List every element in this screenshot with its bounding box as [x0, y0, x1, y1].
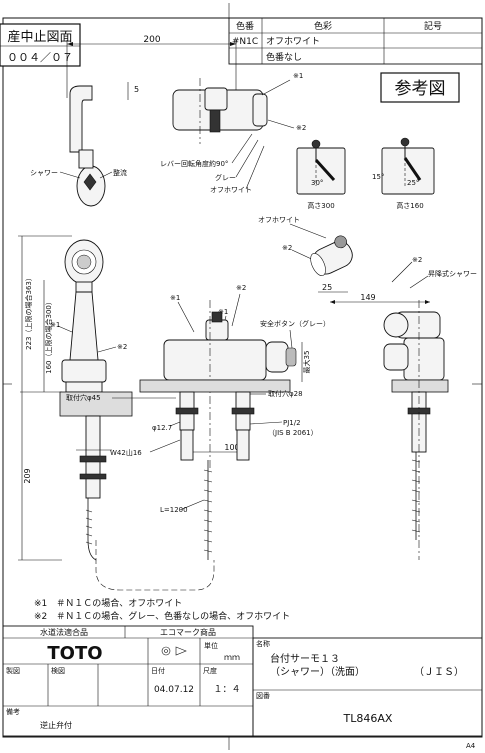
label-jis-b-2061: （JIS B 2061） [268, 429, 318, 437]
scale-label: 尺度 [203, 666, 217, 675]
stamp-title: 産中止図面 [7, 29, 72, 45]
shower-view: オフホワイト ※2 ※2 昇降式シャワー 25 149 [258, 216, 477, 560]
dim-160: 160（上限の場合300） [44, 298, 53, 374]
notes: ※1 ＃Ｎ１Ｃの場合、オフホワイト ※2 ＃Ｎ１Ｃの場合、グレー、色番なしの場合… [34, 597, 290, 622]
dim-223: 223（上限の場合363） [24, 274, 33, 350]
product-name-line2: （シャワー）（洗面） [270, 666, 365, 678]
title-block: 水道法適合品 エコマーク商品 TOTO 単位 ｍｍ 製図 検図 日付 04.07… [2, 625, 483, 750]
label-hole-28: 取付穴φ28 [268, 389, 303, 398]
product-jis: （ＪＩＳ） [414, 666, 464, 678]
label-thread: W42山16 [110, 448, 142, 457]
reference-label-text: 参考図 [395, 79, 446, 99]
dim-100: 100 [224, 443, 239, 452]
note-2-shower-a: ※2 [282, 244, 292, 252]
note-1-top: ※1 [293, 72, 303, 80]
angle-25: 25° [407, 179, 419, 187]
remarks-label: 備考 [6, 707, 20, 716]
color-table-header-name: 色彩 [314, 20, 332, 32]
discontinued-stamp: 産中止図面 ００４／０７ [0, 23, 81, 67]
color-table-header-code: 色番 [236, 20, 254, 32]
label-offwhite-shower: オフホワイト [258, 216, 300, 224]
caption-height-300: 高さ300 [307, 201, 334, 210]
brand-logo: TOTO [47, 643, 102, 664]
name-label: 名称 [256, 639, 270, 648]
label-hole-45: 取付穴φ45 [66, 393, 101, 402]
side-view: 223（上限の場合363） 160（上限の場合300） ※1 ※2 209 [18, 235, 215, 591]
label-offwhite-top: オフホワイト [210, 186, 252, 194]
color-table: 色番 色彩 記号 #N1C オフホワイト 色番なし [228, 17, 483, 65]
label-hose-length: L=1200 [160, 506, 188, 514]
reference-label: 参考図 [380, 72, 460, 103]
drawing-no-label: 図番 [256, 692, 270, 700]
angle-view-160: 15° 25° 高さ160 [372, 137, 435, 210]
date-value: 04.07.12 [154, 685, 194, 695]
caption-height-160: 高さ160 [396, 201, 423, 210]
note-2-top: ※2 [296, 124, 306, 132]
date-label: 日付 [151, 666, 165, 675]
note-line-1: ※1 ＃Ｎ１Ｃの場合、オフホワイト [34, 597, 182, 609]
stamp-date: ００４／０７ [7, 51, 73, 64]
water-cert: 水道法適合品 [40, 627, 88, 637]
color-table-row1-name: オフホワイト [266, 36, 320, 47]
sheet-size: A4 [466, 742, 476, 750]
note-1-body-b: ※1 [218, 308, 228, 316]
label-stop: 整流 [113, 168, 127, 177]
body-view: ※1 ※1 ※2 安全ボタン（グレー） 最大35 取付穴φ45 取付穴φ28 φ… [66, 284, 330, 560]
unit-value: ｍｍ [224, 653, 240, 662]
dim-max35: 最大35 [302, 351, 311, 374]
note-1-body-a: ※1 [170, 294, 180, 302]
note-2-body: ※2 [236, 284, 246, 292]
color-table-header-mark: 記号 [424, 20, 442, 32]
label-safety-button: 安全ボタン（グレー） [260, 319, 330, 328]
dim-5: 5 [134, 85, 139, 94]
angle-15: 15° [372, 173, 384, 181]
dim-200: 200 [143, 35, 160, 45]
color-table-row2-name: 色番なし [266, 51, 302, 63]
eco-mark: エコマーク商品 [160, 627, 216, 637]
label-shower: シャワー [30, 169, 58, 177]
label-phi-12-7: φ12.7 [152, 424, 172, 432]
dim-209: 209 [23, 468, 32, 483]
note-line-2: ※2 ＃Ｎ１Ｃの場合、グレー、色番なしの場合、オフホワイト [34, 610, 290, 622]
scale-value: １：４ [213, 685, 240, 695]
label-pullout-shower: 昇降式シャワー [428, 269, 477, 278]
color-table-row1-code: #N1C [232, 37, 258, 47]
made-label: 製図 [6, 666, 20, 675]
check-label: 検図 [51, 666, 65, 675]
unit-label: 単位 [204, 641, 218, 650]
dim-149: 149 [360, 293, 375, 302]
label-lever-angle: レバー回転角度約90° [160, 159, 228, 168]
top-view: 200 5 シャワー 整流 ※1 ※2 レバー回転角度約90° グレー オフホワ… [30, 35, 306, 207]
dim-25: 25 [322, 283, 332, 292]
label-grey: グレー [215, 173, 236, 182]
note-2-shower-b: ※2 [412, 256, 422, 264]
product-name-line1: 台付サーモ１３ [270, 652, 340, 665]
note-2-side: ※2 [117, 343, 127, 351]
angle-view-300: 30° 高さ300 [296, 139, 346, 210]
label-pj: PJ1/2 [283, 419, 301, 427]
note-1-side: ※1 [50, 321, 60, 329]
projection-symbol-icon [161, 646, 187, 656]
remarks-value: 逆止弁付 [40, 720, 72, 730]
angle-30: 30° [311, 179, 323, 187]
drawing-no: TL846AX [343, 712, 393, 725]
